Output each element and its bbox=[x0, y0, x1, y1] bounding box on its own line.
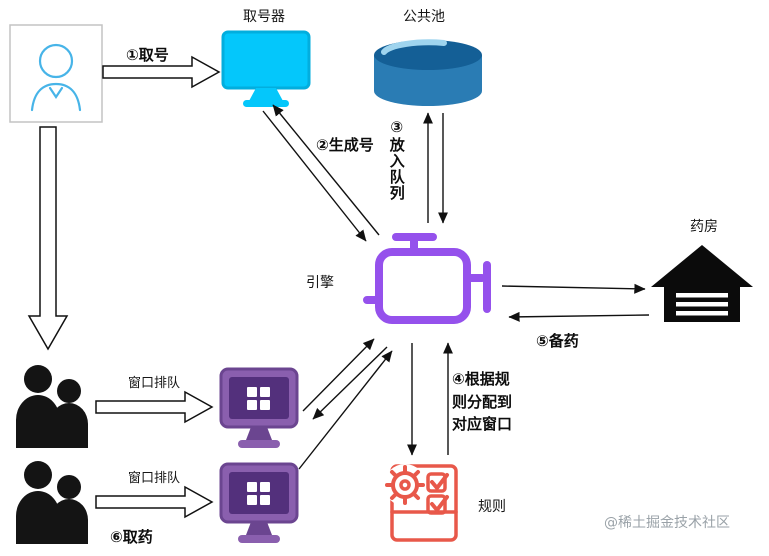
window-queue-arrow-2 bbox=[95, 485, 214, 519]
rules-label: 规则 bbox=[478, 499, 506, 515]
ticket-machine-label: 取号器 bbox=[243, 9, 285, 25]
window-queue-label-2: 窗口排队 bbox=[128, 471, 181, 486]
window-queue-label-1: 窗口排队 bbox=[128, 376, 181, 391]
connector-arrows bbox=[262, 104, 650, 470]
rules-icon bbox=[390, 464, 458, 542]
public-pool-icon bbox=[374, 39, 482, 106]
windows-logo-icon bbox=[247, 387, 270, 410]
take-medicine-label: ⑥取药 bbox=[110, 528, 153, 546]
arrow-engine-to-monitor bbox=[262, 110, 367, 242]
arrow-engine-to-window1 bbox=[312, 346, 388, 420]
arrow-monitor-to-engine bbox=[272, 104, 380, 236]
window-monitor-icon bbox=[219, 462, 299, 543]
window-monitor-icon bbox=[219, 367, 299, 448]
pharmacy-warehouse-icon bbox=[651, 245, 753, 322]
engine-label: 引擎 bbox=[306, 275, 334, 291]
gear-icon bbox=[384, 464, 426, 506]
ticket-machine-icon bbox=[221, 30, 311, 107]
pharmacy-label: 药房 bbox=[690, 219, 718, 235]
generate-number-label: ②生成号 bbox=[316, 136, 374, 154]
windows-logo-icon bbox=[247, 482, 270, 505]
prepare-medicine-label: ⑤备药 bbox=[536, 332, 579, 350]
patients-group-icon bbox=[16, 365, 88, 448]
arrow-window1-to-engine bbox=[302, 338, 375, 412]
person-to-queue-arrow bbox=[27, 126, 69, 351]
arrow-engine-to-pharmacy bbox=[501, 283, 646, 294]
window-queue-arrow-1 bbox=[95, 390, 214, 424]
patients-group-icon bbox=[16, 461, 88, 544]
enqueue-label: ③放入队列 bbox=[387, 118, 406, 201]
assign-by-rule-label: ④根据规则分配到对应窗口 bbox=[452, 370, 513, 433]
public-pool-label: 公共池 bbox=[403, 9, 445, 25]
take-number-label: ①取号 bbox=[126, 46, 169, 64]
arrow-pharmacy-to-engine bbox=[508, 311, 650, 322]
arrow-window2-to-engine bbox=[298, 350, 393, 470]
watermark: @稀土掘金技术社区 bbox=[604, 515, 730, 531]
engine-icon bbox=[363, 233, 491, 324]
take-number-arrow bbox=[102, 55, 221, 89]
person-icon bbox=[9, 24, 103, 123]
